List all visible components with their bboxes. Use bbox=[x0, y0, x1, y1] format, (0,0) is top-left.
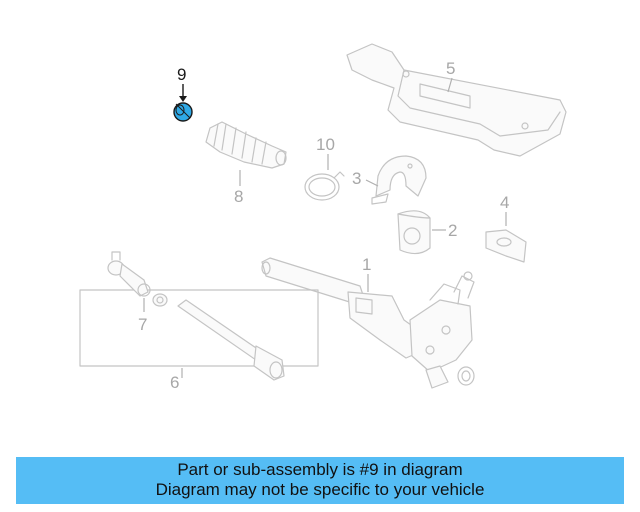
bushing-part-2[interactable] bbox=[397, 210, 431, 255]
callout-arrowhead-9 bbox=[179, 96, 187, 102]
clamp-part-9[interactable] bbox=[173, 102, 193, 122]
callout-4: 4 bbox=[500, 193, 509, 212]
callout-3: 3 bbox=[352, 169, 361, 188]
callout-1: 1 bbox=[362, 255, 371, 274]
mount-part-4[interactable] bbox=[485, 229, 527, 263]
caption-line-1: Part or sub-assembly is #9 in diagram bbox=[177, 460, 463, 479]
bracket-part-3[interactable] bbox=[371, 155, 427, 205]
callout-arrow-5 bbox=[447, 77, 453, 93]
clamp-ring-part-10[interactable] bbox=[304, 171, 345, 201]
callout-6: 6 bbox=[170, 373, 179, 392]
crossmember-part-5[interactable] bbox=[346, 43, 567, 157]
callout-10: 10 bbox=[316, 135, 335, 154]
caption-bar: Part or sub-assembly is #9 in diagram Di… bbox=[16, 457, 624, 504]
callout-arrow-3 bbox=[365, 179, 379, 187]
tie-rod-end-part-7[interactable] bbox=[107, 251, 168, 307]
callout-7: 7 bbox=[138, 315, 147, 334]
callout-8: 8 bbox=[234, 187, 243, 206]
caption-line-2: Diagram may not be specific to your vehi… bbox=[155, 480, 485, 499]
callout-9: 9 bbox=[177, 65, 186, 84]
steering-rack-part-1[interactable] bbox=[261, 257, 475, 389]
inner-tie-rod-part-6[interactable] bbox=[177, 299, 285, 381]
callout-5: 5 bbox=[446, 59, 455, 78]
callout-2: 2 bbox=[448, 221, 457, 240]
parts-diagram: 5 10 3 2 4 8 bbox=[79, 43, 567, 392]
boot-part-8[interactable] bbox=[205, 121, 287, 169]
assembly-box bbox=[79, 289, 319, 367]
